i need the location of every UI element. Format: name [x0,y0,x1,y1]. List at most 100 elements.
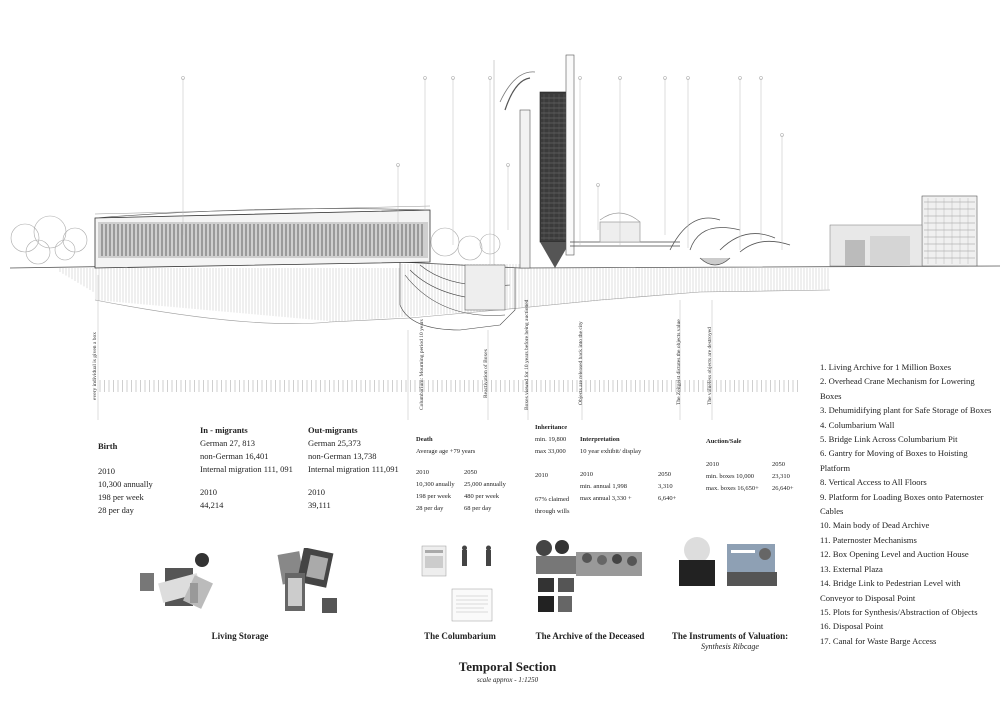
time-strip [99,380,798,392]
caption-instruments: The Instruments of Valuation: [671,631,789,641]
auction-heading: Auction/Sale [706,438,742,445]
leader-marker [181,76,185,80]
leader-marker [686,76,690,80]
death-annual-a: 10,300 anually [416,481,455,488]
interpretation-year-a: 2010 [580,471,593,478]
archive-tower [493,54,575,269]
interpretation-sub: 10 year exhibit/ display [580,448,642,455]
leader-marker [759,76,763,80]
caption-columbarium: The Columbarium [424,631,496,641]
instruments-photo [679,537,777,586]
legend-item: 12. Box Opening Level and Auction House [820,549,969,560]
in-migrants-total: 44,214 [200,500,224,510]
leader-marker [451,76,455,80]
caption-instruments-sub: Synthesis Ribcage [701,642,759,651]
inheritance-heading: Inheritance [535,424,568,431]
columbarium-photo [421,545,493,622]
leader-marker [663,76,667,80]
out-migrants-non-german: non-German 13,738 [308,451,377,461]
leader-marker [738,76,742,80]
death-year-b: 2050 [464,469,477,476]
birth-weekly: 198 per week [98,492,144,502]
earth-profile [94,289,831,324]
death-weekly-a: 198 per week [416,493,452,500]
caption-living-storage: Living Storage [211,631,269,641]
death-weekly-b: 480 per week [464,493,500,500]
note-boxes-viewed: Boxes viewed for 10 years before being a… [524,299,530,410]
birth-year: 2010 [98,466,115,476]
leader-marker [780,133,784,137]
auction-min-value: 23,310 [772,473,790,480]
out-migrants-heading: Out-migrants [308,425,358,435]
auction-year-b: 2050 [772,461,785,468]
note-zeitgeist: The Zeitgeist dictates the objects value [676,319,682,405]
out-migrants-block: Out-migrants German 25,373 non-German 13… [308,424,399,512]
out-migrants-internal: Internal migration 111,091 [308,464,399,474]
inheritance-through: through wills [535,508,570,515]
bridge-link [570,212,680,247]
interpretation-block: Interpretation 10 year exhibit/ display … [580,434,700,505]
death-heading: Death [416,436,433,443]
legend-item: 10. Main body of Dead Archive [820,520,930,531]
leader-marker [618,76,622,80]
legend-item: 4. Columbarium Wall [820,419,895,430]
legend-item: 1. Living Archive for 1 Million Boxes [820,362,952,372]
caption-archive: The Archive of the Deceased [535,631,645,641]
interpretation-max-value: 6,640+ [658,495,677,502]
archive-photo [536,540,642,612]
in-migrants-heading: In - migrants [200,425,248,435]
note-reactivation: Reactivation of Boxes [483,349,489,398]
legend-item: 2. Overhead Crane Mechanism for Lowering… [820,376,975,401]
death-daily-b: 68 per day [464,505,492,512]
interpretation-heading: Interpretation [580,436,620,443]
birth-heading: Birth [98,441,118,451]
birth-daily: 28 per day [98,505,134,515]
legend-item: 6. Gantry for Moving of Boxes to Hoistin… [820,448,968,473]
leader-marker [423,76,427,80]
legend-item: 13. External Plaza [820,563,883,574]
death-avg-age: Average age +79 years [416,448,476,455]
note-objects-released: Objects are released back into the city [578,321,584,405]
legend-item: 11. Paternoster Mechanisms [820,534,917,545]
birth-block: Birth 2010 10,300 annually 198 per week … [98,440,153,517]
in-migrants-german: German 27, 813 [200,438,256,448]
in-migrants-block: In - migrants German 27, 813 non-German … [200,424,293,512]
legend-item: 14. Bridge Link to Pedestrian Level with… [820,578,961,603]
legend-item: 17. Canal for Waste Barge Access [820,635,937,646]
legend-item: 3. Dehumidifying plant for Safe Storage … [820,405,992,416]
ribcage [669,217,791,266]
inheritance-max: max 33,000 [535,448,566,455]
note-every-individual: every individual is given a box [92,332,98,400]
living-archive-building [94,205,431,269]
leader-lines [97,76,784,420]
legend-item: 15. Plots for Synthesis/Abstraction of O… [820,606,978,617]
note-columbarium: Columbarium: Mourning period 10 years [419,319,425,410]
death-daily-a: 28 per day [416,505,444,512]
death-annual-b: 25,000 annually [464,481,506,488]
leader-marker [396,163,400,167]
auction-max-label: max. boxes 16,650+ [706,485,759,492]
out-migrants-year: 2010 [308,487,325,497]
legend-item: 8. Vertical Access to All Floors [820,477,927,488]
inheritance-min: min. 19,800 [535,436,567,443]
leader-marker [578,76,582,80]
leader-marker [488,76,492,80]
interpretation-max-label: max annual 3,330 + [580,495,632,502]
in-migrants-non-german: non-German 16,401 [200,451,269,461]
ground-hatch-lines [59,264,829,322]
auction-year-a: 2010 [706,461,719,468]
columbarium-pit [399,262,516,331]
living-storage-photo [140,548,337,613]
out-migrants-total: 39,111 [308,500,331,510]
leader-marker [506,163,510,167]
legend: 1. Living Archive for 1 Million Boxes 2.… [820,360,995,648]
note-valueless: The valueless objects are destroyed [707,327,713,405]
interpretation-year-b: 2050 [658,471,671,478]
legend-item: 16. Disposal Point [820,621,884,632]
in-migrants-internal: Internal migration 111, 091 [200,464,293,474]
leader-marker [596,183,600,187]
inheritance-year: 2010 [535,472,548,479]
